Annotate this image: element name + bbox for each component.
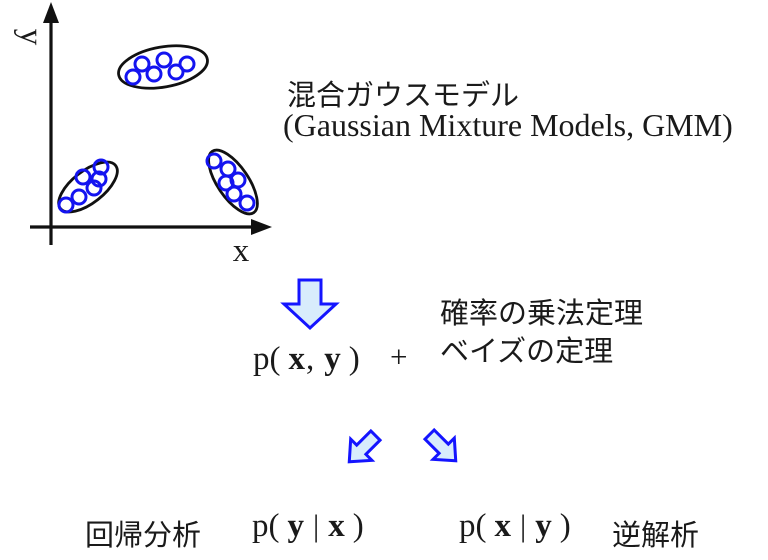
theorem-line-bayes: ベイズの定理 [440,336,614,368]
formula-open: p( [253,341,281,377]
y-axis-arrowhead-icon [43,2,59,23]
data-point [205,152,223,170]
title-japanese: 混合ガウスモデル [287,80,520,112]
x-axis-arrowhead-icon [251,219,272,235]
formula-var: x [288,341,306,377]
x-axis-label: x [233,233,250,269]
cluster-group [57,44,259,216]
cluster-ellipse [117,44,209,90]
theorem-text: 確率の乗法定理 ベイズの定理 [440,295,643,371]
data-point [70,188,88,206]
formula-open: p( [252,508,280,544]
formula-close: ) [559,508,571,544]
gmm-scatter-plot: y x [13,2,272,269]
plus-sign: + [390,339,408,374]
down-right-arrow-icon [422,427,458,463]
conditional-y-given-x-formula: p(y|x) [252,508,364,545]
regression-label: 回帰分析 [85,520,202,552]
formula-close: ) [348,341,360,377]
formula-var: x [328,508,345,544]
formula-var: y [287,508,305,544]
formula-separator: | [313,508,320,543]
data-point [92,158,110,176]
formula-var: y [324,341,341,377]
theorem-line-multiplication: 確率の乗法定理 [440,298,644,330]
formula-close: ) [352,508,364,544]
data-point [225,185,243,203]
formula-separator: , [306,341,315,377]
data-point [133,55,151,73]
data-point [57,196,75,214]
formula-var: x [494,508,512,544]
formula-separator: | [520,508,527,543]
formula-var: y [535,508,552,544]
down-left-arrow-shape [347,428,383,464]
cluster-ellipse [207,148,259,216]
formula-open: p( [459,508,487,544]
data-point [90,170,108,188]
data-point [74,168,92,186]
y-axis-label: y [13,29,49,46]
data-point [217,174,235,192]
data-point [178,55,196,73]
title-english: (Gaussian Mixture Models, GMM) [283,107,733,143]
down-left-arrow-icon [347,428,383,464]
data-point [238,194,256,212]
data-point [124,68,142,86]
joint-probability-formula: p(x,y) [253,341,360,378]
down-arrow-shape [280,278,340,331]
inverse-analysis-label: 逆解析 [612,520,700,552]
conditional-x-given-y-formula: p(x|y) [459,508,571,545]
down-right-arrow-shape [422,427,458,463]
data-point [155,51,173,69]
data-point [85,179,103,197]
down-arrow-icon [280,278,340,331]
data-point [145,65,163,83]
axes [30,2,272,245]
data-point [167,63,185,81]
